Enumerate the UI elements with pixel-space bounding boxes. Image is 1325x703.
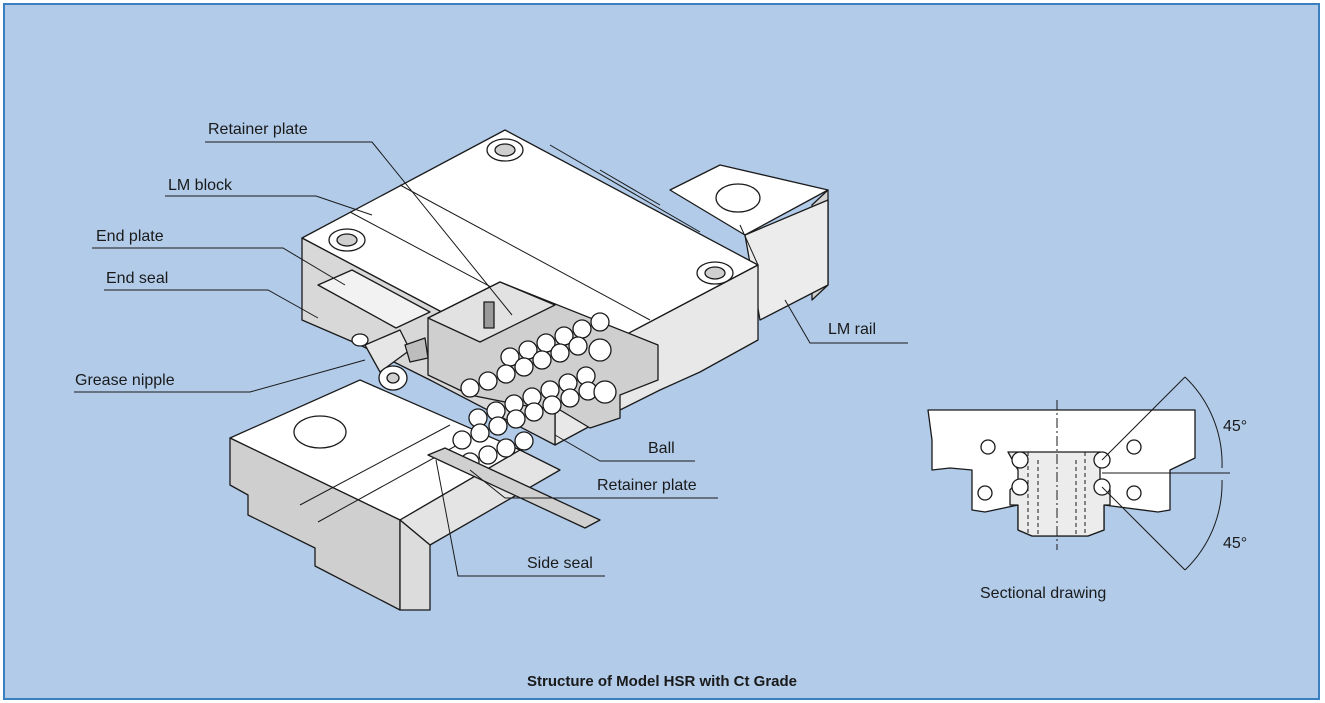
- ball: [572, 319, 592, 339]
- label-lm-rail: LM rail: [828, 321, 876, 338]
- ball: [452, 430, 472, 450]
- ball: [542, 395, 562, 415]
- label-side-seal: Side seal: [527, 555, 593, 572]
- ball-rows: [452, 312, 617, 472]
- label-retainer-plate-bottom: Retainer plate: [597, 477, 697, 494]
- ball: [514, 357, 534, 377]
- ball: [506, 409, 526, 429]
- ball: [514, 431, 534, 451]
- ball: [460, 378, 480, 398]
- grease-nipple: [351, 329, 429, 391]
- sectional-drawing-caption: Sectional drawing: [980, 585, 1106, 602]
- ball: [496, 438, 516, 458]
- ball: [593, 380, 617, 404]
- ball: [488, 416, 508, 436]
- angle-label-lower: 45°: [1223, 535, 1247, 552]
- ball: [496, 364, 516, 384]
- label-grease-nipple: Grease nipple: [75, 372, 175, 389]
- sectional-drawing: [927, 376, 1230, 571]
- ball: [470, 423, 490, 443]
- side-seal: [427, 447, 601, 529]
- ball: [532, 350, 552, 370]
- ball: [568, 336, 588, 356]
- angle-label-upper: 45°: [1223, 418, 1247, 435]
- label-lm-block: LM block: [168, 177, 233, 194]
- ball: [478, 371, 498, 391]
- ball: [478, 445, 498, 465]
- label-ball: Ball: [648, 440, 675, 457]
- ball: [560, 388, 580, 408]
- leader-lines: [74, 141, 908, 577]
- lm-rail: [229, 164, 829, 611]
- ball: [590, 312, 610, 332]
- ball: [524, 402, 544, 422]
- ball: [550, 343, 570, 363]
- label-end-plate: End plate: [96, 228, 164, 245]
- ball: [588, 338, 612, 362]
- figure-title: Structure of Model HSR with Ct Grade: [527, 673, 797, 690]
- label-retainer-plate-top: Retainer plate: [208, 121, 308, 138]
- label-end-seal: End seal: [106, 270, 168, 287]
